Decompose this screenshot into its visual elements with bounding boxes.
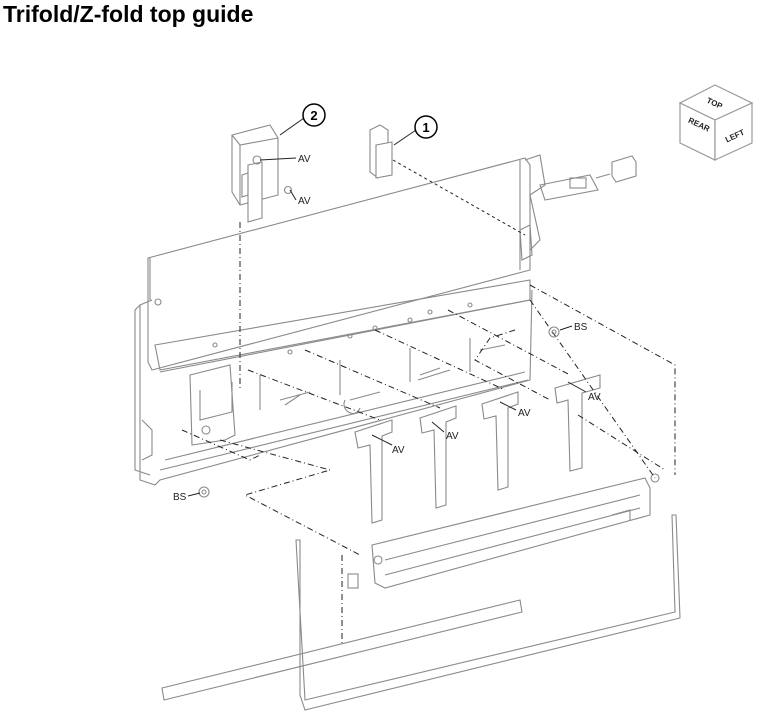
svg-text:2: 2 xyxy=(310,108,317,123)
label-av-3: AV xyxy=(392,445,405,456)
callout-1: 1 xyxy=(414,115,438,139)
label-av-5: AV xyxy=(518,408,531,419)
lower-rail xyxy=(347,473,660,589)
clip-part xyxy=(595,155,637,183)
label-bs-left: BS xyxy=(173,492,187,503)
label-bs-right: BS xyxy=(574,322,588,333)
label-av-1: AV xyxy=(298,154,311,165)
assembly-lines xyxy=(181,284,676,645)
label-av-2: AV xyxy=(298,196,311,207)
orientation-cube: TOP REAR LEFT xyxy=(678,84,754,161)
left-bracket xyxy=(189,364,236,446)
svg-text:1: 1 xyxy=(422,120,429,135)
bottom-guide-bar xyxy=(161,514,681,711)
label-av-6: AV xyxy=(588,392,601,403)
part-2-sensor xyxy=(231,124,293,390)
page-title: Trifold/Z-fold top guide xyxy=(3,1,254,27)
part-1-actuator xyxy=(369,124,526,236)
screw-bs-right xyxy=(548,326,560,338)
label-av-4: AV xyxy=(446,431,459,442)
callout-2: 2 xyxy=(302,103,326,127)
main-frame xyxy=(134,154,599,486)
front-plates xyxy=(354,374,601,524)
screw-bs-left xyxy=(198,486,210,498)
leader-lines xyxy=(187,117,587,497)
